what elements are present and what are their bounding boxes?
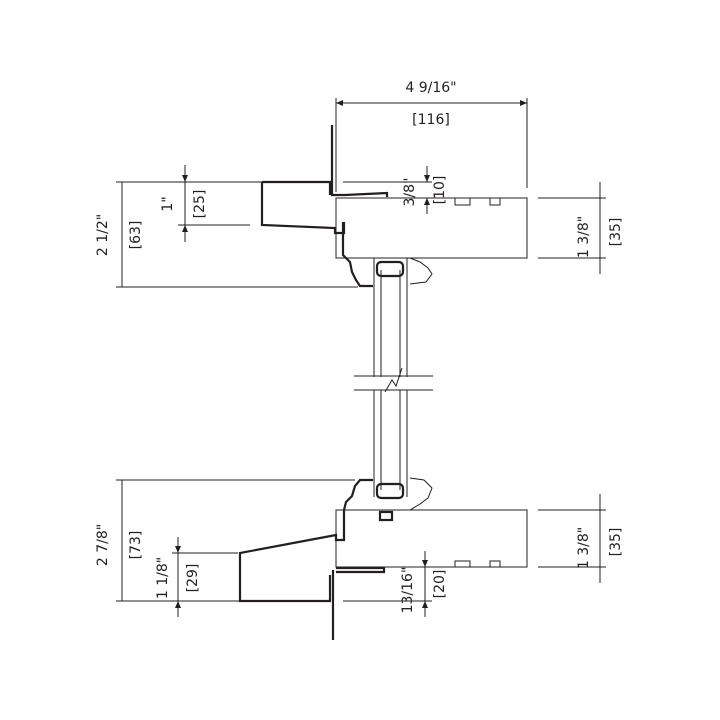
glass-unit: [352, 258, 434, 497]
bottom-flange-dimension: 1 1/8" [29]: [155, 537, 238, 617]
bottom-sash-metric: [35]: [608, 528, 624, 557]
break-symbol-icon: [384, 367, 403, 393]
bottom-frame-metric: [73]: [128, 531, 144, 560]
top-offset-dimension: 3/8" [10]: [343, 166, 448, 214]
bottom-sash-dimension: 1 3/8" [35]: [538, 494, 624, 583]
top-sash-metric: [35]: [608, 218, 624, 247]
top-flange-dimension: 1" [25]: [160, 165, 250, 242]
bottom-frame-imperial: 2 7/8": [95, 524, 111, 566]
overall-width-imperial: 4 9/16": [405, 80, 456, 96]
top-flange-metric: [25]: [192, 190, 208, 219]
bottom-offset-imperial: 13/16": [400, 567, 416, 614]
top-frame-dimension: 2 1/2" [63]: [95, 181, 358, 288]
bottom-frame-dimension: 2 7/8" [73]: [95, 479, 355, 602]
top-frame-imperial: 2 1/2": [95, 214, 111, 256]
top-sash-dimension: 1 3/8" [35]: [538, 182, 624, 274]
bottom-offset-metric: [20]: [432, 570, 448, 599]
top-offset-metric: [10]: [432, 176, 448, 205]
bottom-frame-profile: [238, 477, 528, 640]
bottom-sash-imperial: 1 3/8": [576, 527, 592, 569]
top-frame-profile: [260, 125, 528, 288]
bottom-flange-imperial: 1 1/8": [155, 557, 171, 599]
top-sash-imperial: 1 3/8": [576, 216, 592, 258]
top-frame-metric: [63]: [128, 221, 144, 250]
bottom-flange-metric: [29]: [185, 564, 201, 593]
top-offset-imperial: 3/8": [402, 178, 418, 207]
top-flange-imperial: 1": [160, 196, 176, 211]
overall-width-metric: [116]: [412, 112, 450, 128]
bottom-offset-dimension: 13/16" [20]: [343, 551, 448, 617]
overall-width-dimension: 4 9/16" [116]: [335, 80, 528, 192]
